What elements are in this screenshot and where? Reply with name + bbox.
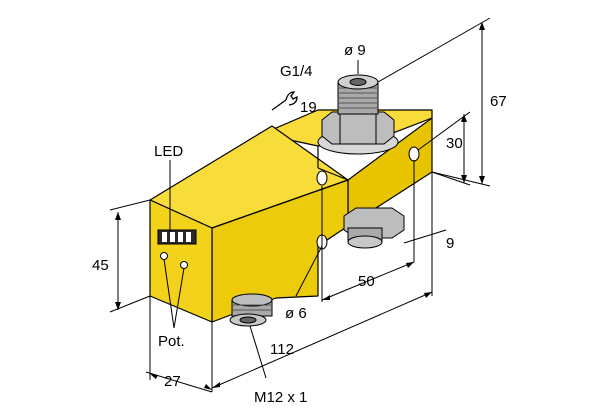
sensor-body [149, 109, 433, 323]
led-label: LED [154, 143, 183, 160]
potentiometer-1 [160, 252, 168, 260]
m12-connector [229, 293, 273, 327]
dim-hole-spacing: 50 [358, 273, 375, 290]
dimension-values: 67 30 9 50 112 45 27 [92, 93, 507, 390]
top-fitting [317, 74, 399, 155]
thread-label: G1/4 [280, 63, 313, 80]
led-window [157, 229, 197, 245]
dimension-lines [109, 17, 491, 393]
rear-bottom-fitting [343, 207, 405, 249]
labels: ø 9 G1/4 19 LED Pot. ø 6 M12 x 1 [154, 42, 366, 406]
dim-height-total: 67 [490, 93, 507, 110]
top-diameter-label: ø 9 [344, 42, 366, 59]
dim-offset: 9 [446, 235, 454, 252]
mounting-hole-1 [316, 170, 328, 186]
dim-front-height: 45 [92, 257, 109, 274]
pot-label: Pot. [158, 333, 185, 350]
edge-line [317, 167, 349, 181]
hole-diameter-label: ø 6 [285, 305, 307, 322]
body-side-face [211, 179, 349, 323]
connector-label: M12 x 1 [254, 389, 307, 406]
dim-width: 27 [164, 373, 181, 390]
wrench-size-label: 19 [300, 99, 317, 116]
dim-height-hole: 30 [446, 135, 463, 152]
dim-length: 112 [270, 341, 294, 358]
mounting-hole-3 [408, 146, 420, 162]
hex-nut [321, 111, 395, 145]
dimension-arrows [115, 22, 485, 390]
wrench-icon [271, 91, 298, 111]
potentiometer-2 [180, 261, 188, 269]
